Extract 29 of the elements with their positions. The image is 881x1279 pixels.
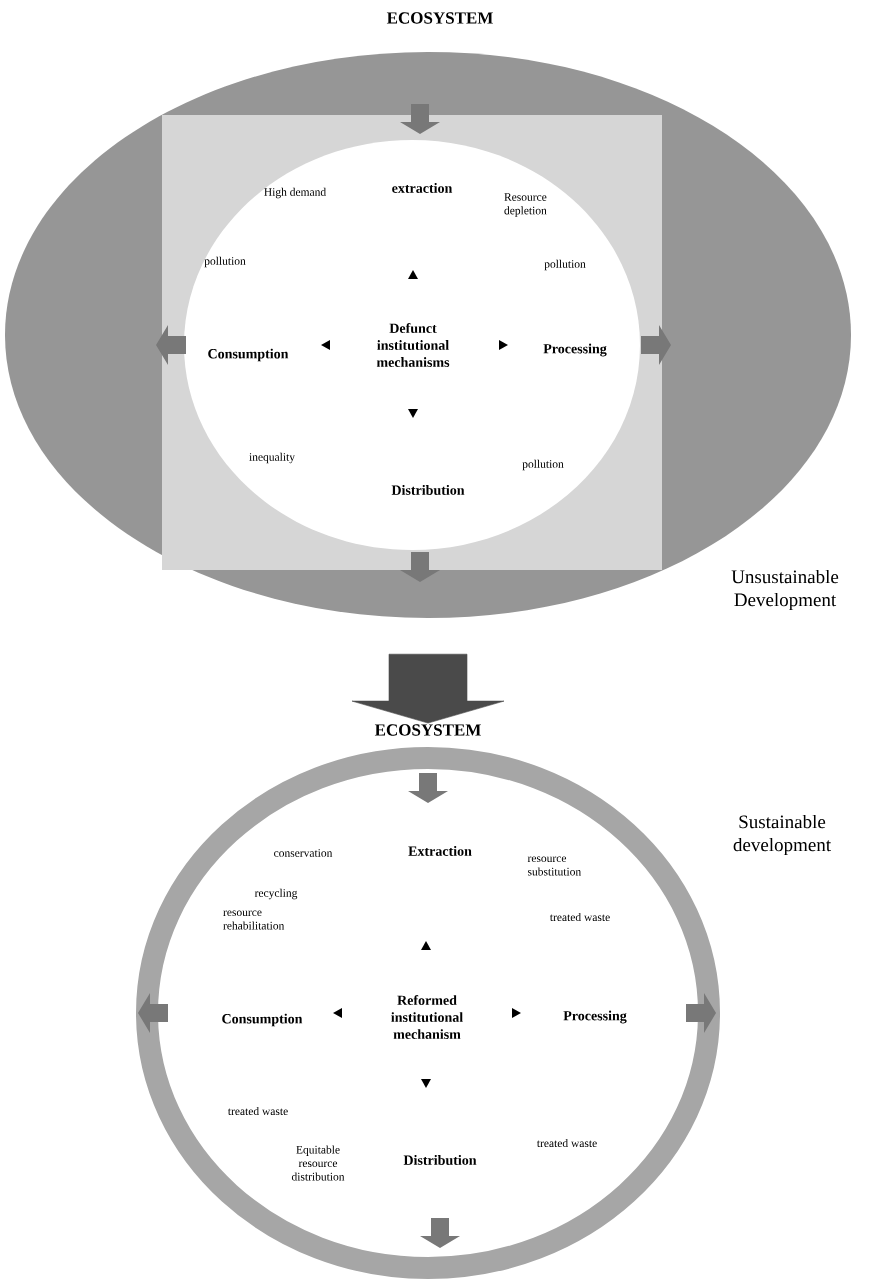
stage-label: Processing	[563, 1010, 627, 1024]
stage-label: Reformed institutional mechanism	[391, 995, 463, 1039]
annotation: treated waste	[536, 1138, 597, 1148]
annotation: pollution	[544, 259, 586, 271]
annotation: treated waste	[549, 912, 610, 922]
stage-label: extraction	[392, 183, 453, 193]
annotation: conservation	[274, 849, 333, 857]
stage-label: Consumption	[208, 348, 289, 362]
annotation: Equitable resource distribution	[291, 1145, 345, 1181]
annotation: recycling	[254, 888, 298, 900]
annotation: treated waste	[227, 1106, 288, 1116]
stage-label: Processing	[543, 343, 607, 357]
stage-label: Distribution	[391, 485, 465, 495]
heading: ECOSYSTEM	[374, 724, 481, 736]
annotation: Resource depletion	[504, 193, 547, 217]
annotation: pollution	[522, 459, 564, 471]
stage-label: Defunct institutional mechanisms	[376, 323, 450, 367]
annotation: High demand	[264, 187, 326, 199]
block-arrow	[351, 653, 505, 724]
annotation: resource substitution	[527, 856, 581, 876]
heading: ECOSYSTEM	[386, 12, 493, 24]
side-caption: Unsustainable Development	[731, 569, 839, 611]
stage-label: Consumption	[222, 1013, 303, 1027]
annotation: resource rehabilitation	[223, 910, 285, 930]
stage-label: Extraction	[408, 846, 472, 856]
annotation: pollution	[204, 256, 246, 268]
stage-label: Distribution	[403, 1155, 477, 1165]
side-caption: Sustainable development	[733, 814, 831, 856]
annotation: inequality	[249, 452, 295, 464]
